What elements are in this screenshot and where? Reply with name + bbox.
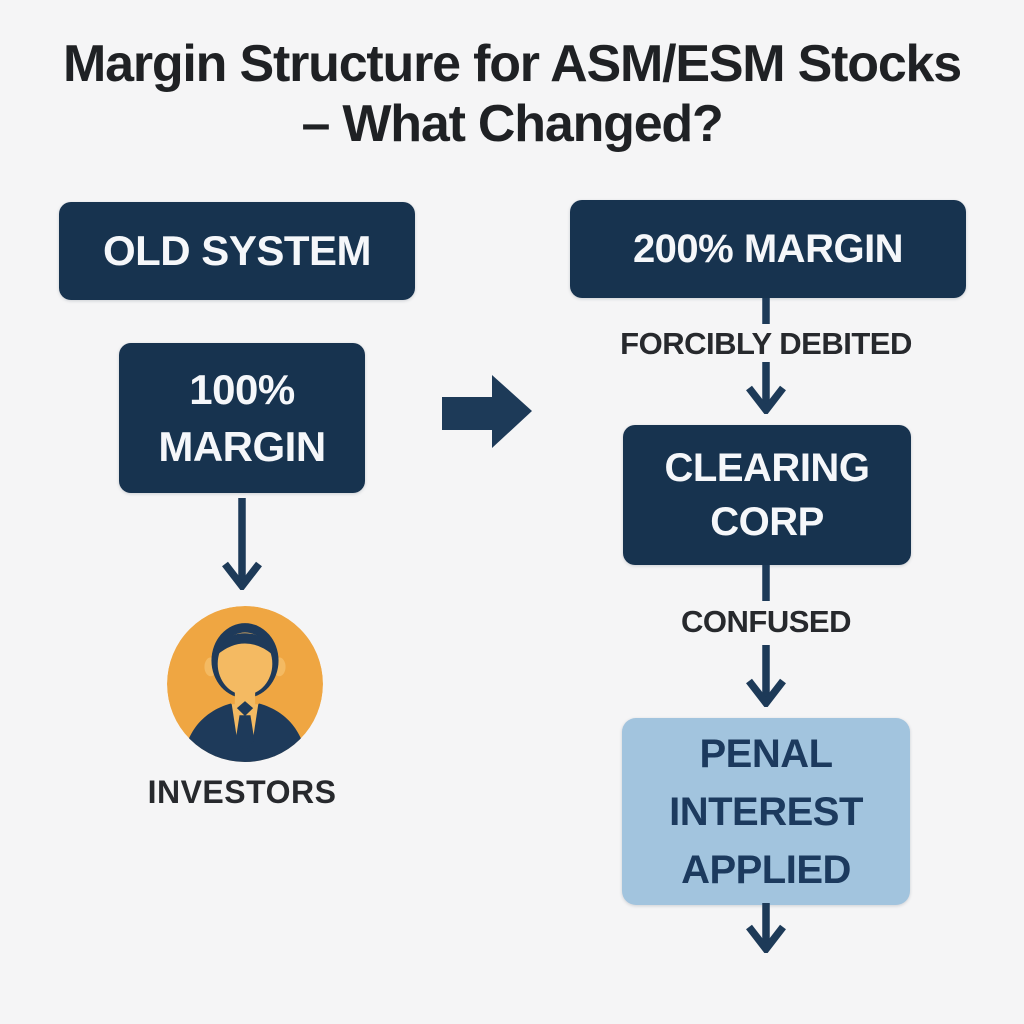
down-arrow-icon [746, 362, 786, 414]
margin-200-box: 200% MARGIN [570, 200, 966, 298]
down-arrow-icon [746, 903, 786, 953]
down-arrow-icon [222, 498, 262, 590]
margin-100-line-1: 100% [189, 366, 295, 413]
penal-line-3: APPLIED [681, 847, 851, 892]
confused-label: CONFUSED [681, 604, 851, 639]
old-system-box: OLD SYSTEM [59, 202, 415, 300]
investors-label: INVESTORS [147, 774, 337, 810]
right-arrow-icon [442, 375, 532, 448]
investor-avatar-icon [167, 606, 323, 762]
clearing-corp-line-2: CORP [710, 500, 824, 544]
penal-line-1: PENAL [699, 731, 833, 776]
title-line-1: Margin Structure for ASM/ESM Stocks [63, 35, 962, 93]
margin-100-line-2: MARGIN [158, 423, 326, 470]
clearing-corp-line-1: CLEARING [664, 446, 870, 490]
connector-line [762, 565, 770, 601]
penal-interest-box: PENAL INTEREST APPLIED [622, 718, 910, 905]
penal-line-2: INTEREST [669, 789, 863, 834]
connector-line [762, 298, 770, 324]
down-arrow-icon [746, 645, 786, 707]
investor-person-graphic [167, 606, 323, 762]
forcibly-debited-label: FORCIBLY DEBITED [620, 326, 912, 361]
margin-200-label: 200% MARGIN [632, 226, 904, 271]
page-title: Margin Structure for ASM/ESM Stocks – Wh… [0, 34, 1024, 154]
margin-100-box: 100% MARGIN [119, 343, 365, 493]
clearing-corp-box: CLEARING CORP [623, 425, 911, 565]
old-system-label: OLD SYSTEM [102, 227, 372, 274]
title-line-2: – What Changed? [301, 95, 723, 153]
